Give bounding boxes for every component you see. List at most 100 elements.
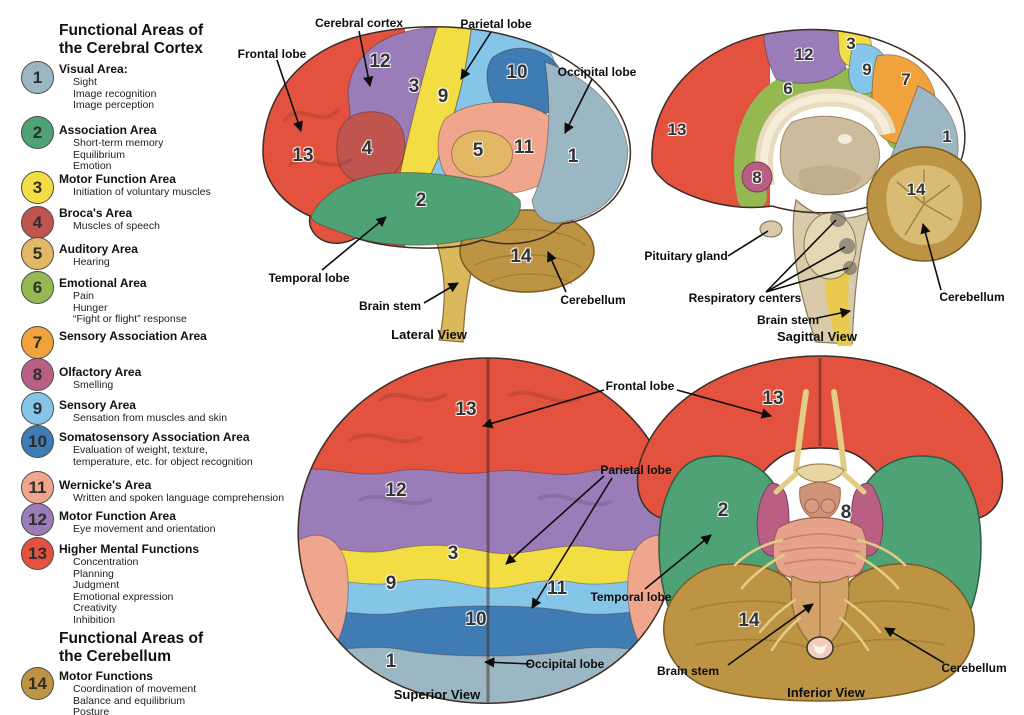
region-number-12-sagittal: 12 — [794, 45, 814, 64]
area-7-number: 7 — [32, 332, 43, 352]
label-brain-stem-sagittal: Brain stem — [756, 313, 820, 327]
area-13-detail: Judgment — [73, 579, 120, 591]
area-1-badge: 1 — [21, 61, 54, 94]
area-10-number: 10 — [28, 431, 47, 451]
region-number-9-sagittal: 9 — [862, 60, 872, 79]
area-10-name: Somatosensory Association Area — [59, 430, 250, 444]
legend-item-9: 9 Sensory Area Sensation from muscles an… — [0, 392, 290, 425]
area-6-detail: Hunger — [73, 301, 108, 314]
area-14-name: Motor Functions — [59, 669, 153, 683]
region-number-13-lateral: 13 — [292, 145, 314, 166]
area-11-number: 11 — [28, 477, 47, 497]
region-number-14-sagittal: 14 — [906, 180, 926, 199]
leader-cerebellum-lateral — [547, 251, 567, 293]
area-13-detail: Creativity — [73, 602, 117, 614]
region-number-11-lateral: 11 — [513, 137, 535, 158]
caption-inferior-view: Inferior View — [787, 685, 865, 700]
leader-parietal-superior-2 — [531, 477, 613, 609]
leader-frontal-superior — [482, 389, 605, 429]
area-5-badge: 5 — [21, 237, 54, 270]
leader-occipital-superior — [483, 657, 532, 668]
respiratory-center-spot — [843, 261, 857, 275]
optic-nerves — [773, 471, 867, 495]
leader-respiratory-3 — [765, 267, 849, 293]
area-9-detail: Sensation from muscles and skin — [73, 412, 228, 424]
leader-cerebellum-sagittal — [920, 222, 942, 291]
region-number-1-lateral: 1 — [567, 146, 579, 167]
lateral-outline — [262, 26, 632, 249]
respiratory-center-spot — [839, 238, 855, 254]
caption-lateral-view: Lateral View — [391, 327, 467, 342]
region-number-13-inferior: 13 — [762, 388, 784, 409]
hypothalamus — [799, 481, 841, 521]
area-3-number: 3 — [32, 177, 43, 197]
region-number-11-superior: 11 — [546, 578, 568, 599]
leader-frontal-lateral — [276, 59, 303, 132]
leader-cerebellum-inferior — [884, 627, 945, 664]
legend-item-2: 2 Association Area Short-term memory Equ… — [0, 116, 290, 173]
region-number-1-sagittal: 1 — [942, 127, 952, 146]
area-6-number: 6 — [32, 277, 43, 297]
area-13-detail: Emotional expression — [73, 590, 174, 603]
region-number-1-superior: 1 — [385, 651, 397, 672]
inferior-view-illustration — [636, 355, 1004, 702]
legend-item-11: 11 Wernicke's Area Written and spoken la… — [0, 471, 290, 505]
cortex-legend-title: Functional Areas of the Cerebral Cortex — [59, 22, 203, 58]
area-12-name: Motor Function Area — [59, 509, 176, 523]
region-number-8-inferior: 8 — [840, 502, 852, 523]
area-3-name: Motor Function Area — [59, 172, 176, 186]
area-9-name: Sensory Area — [59, 398, 136, 412]
leader-brainstem-inferior — [727, 603, 814, 666]
region-number-13-superior: 13 — [455, 399, 477, 420]
area-8-badge: 8 — [21, 358, 54, 391]
area-6-detail: Pain — [73, 290, 95, 302]
legend-item-6: 6 Emotional Area Pain Hunger “Fight or f… — [0, 271, 290, 326]
region-number-3-superior: 3 — [447, 543, 459, 564]
area-8-name: Olfactory Area — [59, 365, 142, 379]
area-12-detail: Eye movement and orientation — [73, 523, 216, 535]
area-12-number: 12 — [28, 509, 47, 529]
area-12-badge: 12 — [21, 503, 54, 536]
cerebellum-title-line1: Functional Areas of — [59, 630, 204, 647]
leader-respiratory-1 — [765, 219, 837, 293]
area-14-detail: Posture — [73, 706, 110, 715]
label-occipital-lobe-bottom: Occipital lobe — [525, 657, 605, 671]
area-13-detail: Concentration — [73, 556, 139, 568]
mammillary-body — [820, 498, 836, 514]
region-2-lateral — [310, 172, 521, 246]
area-1-detail: Sight — [73, 76, 97, 88]
olfactory-tracts — [793, 389, 847, 473]
legend-item-13: 13 Higher Mental Functions Concentration… — [0, 537, 290, 626]
label-frontal-lobe-lateral: Frontal lobe — [237, 47, 307, 61]
cortex-title-line1: Functional Areas of — [59, 22, 204, 39]
leader-frontal-inferior — [676, 389, 773, 419]
region-number-7-sagittal: 7 — [901, 70, 911, 89]
leader-brainstem-lateral — [423, 282, 459, 304]
caption-superior-view: Superior View — [393, 687, 481, 702]
area-2-name: Association Area — [59, 123, 157, 137]
legend-item-7: 7 Sensory Association Area — [0, 326, 290, 359]
label-temporal-lobe-lateral: Temporal lobe — [268, 271, 350, 285]
lateral-view-illustration — [262, 26, 632, 343]
leader-cerebral-cortex — [358, 30, 374, 88]
region-number-8-sagittal: 8 — [752, 168, 762, 187]
area-4-badge: 4 — [21, 206, 54, 239]
spinal-cord-butterfly — [813, 644, 827, 654]
area-9-number: 9 — [32, 398, 43, 418]
region-number-10-superior: 10 — [465, 609, 487, 630]
area-14-badge: 14 — [21, 667, 54, 700]
area-13-name: Higher Mental Functions — [59, 542, 200, 556]
region-number-4-lateral: 4 — [361, 138, 373, 159]
label-parietal-lobe-bottom: Parietal lobe — [600, 463, 672, 477]
legend-item-8: 8 Olfactory Area Smelling — [0, 358, 290, 392]
area-13-detail: Inhibition — [73, 613, 116, 626]
cranial-nerves — [733, 538, 907, 652]
region-number-10-lateral: 10 — [506, 62, 528, 83]
pons — [772, 516, 868, 583]
area-4-name: Broca's Area — [59, 206, 133, 220]
cerebellum-folds-inferior — [689, 600, 951, 651]
legend-item-5: 5 Auditory Area Hearing — [0, 237, 290, 270]
area-10-badge: 10 — [21, 425, 54, 458]
leader-arrows — [276, 30, 945, 668]
